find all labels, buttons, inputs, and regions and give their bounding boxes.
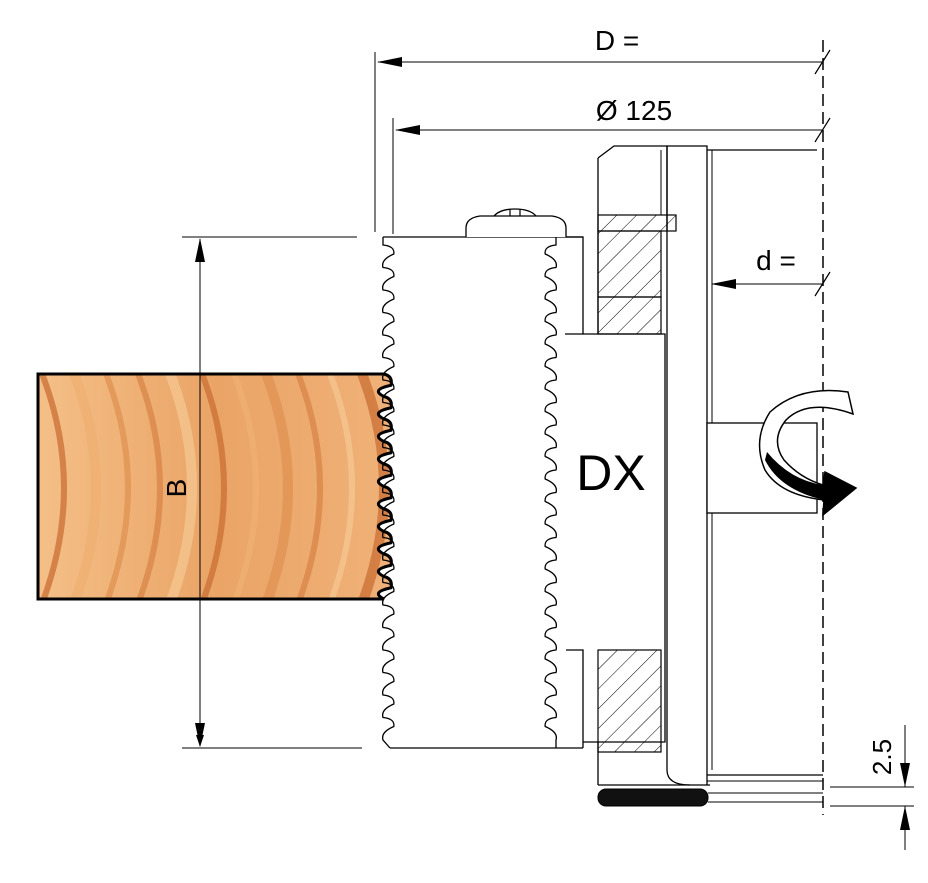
wood-grain-line [38, 374, 67, 599]
wood-grain-line [0, 300, 32, 680]
screw-head [465, 208, 567, 237]
outer-diameter-dimension: D = [374, 25, 831, 232]
wood-grain-line [223, 374, 293, 599]
rotation-arrow-icon [758, 389, 858, 517]
offset-dimension: 2.5 [830, 725, 914, 850]
wood-grain-line [289, 374, 355, 599]
wood-grain-line [65, 374, 131, 599]
bore-label: d = [756, 245, 796, 276]
wood-grain-line [97, 374, 163, 599]
tool-body [583, 145, 823, 807]
height-label: B [161, 479, 192, 498]
wood-grain-line [385, 374, 392, 599]
height-dimension: B [161, 236, 362, 749]
wood-grain-line [420, 300, 480, 680]
bore-dimension: d = [711, 245, 831, 297]
cutter-knife [381, 236, 584, 749]
body-diameter-dimension: Ø 125 [392, 95, 831, 234]
wood-grain-line [127, 374, 197, 599]
body-diameter-label: Ø 125 [596, 95, 672, 126]
wood-grain-line [38, 374, 101, 599]
rotation-label: DX [576, 445, 645, 501]
wood-grain-line [257, 374, 323, 599]
outer-diameter-label: D = [595, 25, 639, 56]
wood-grain-line [161, 374, 227, 599]
wood-grain-line [193, 374, 259, 599]
offset-label: 2.5 [867, 739, 897, 775]
wood-workpiece [0, 300, 480, 680]
